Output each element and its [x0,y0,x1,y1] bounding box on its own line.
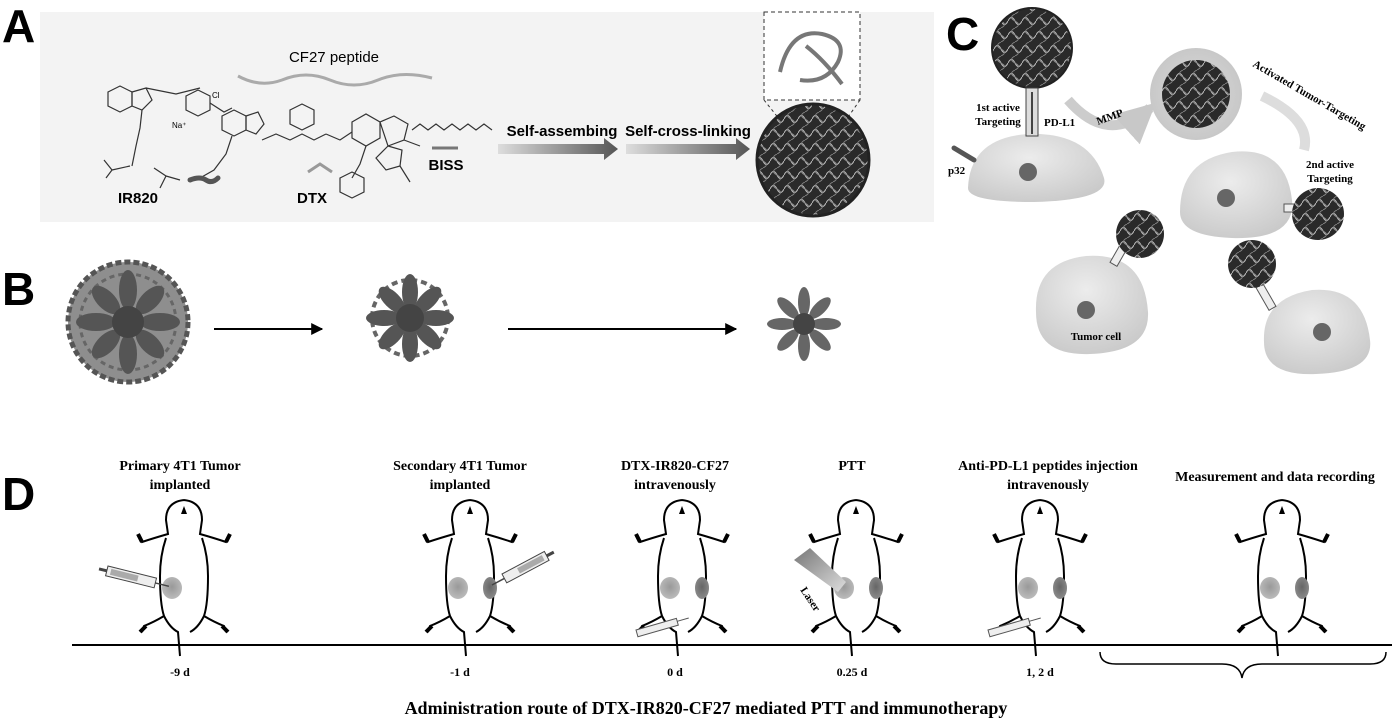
step-6: Measurement and data recording [1175,470,1375,485]
cf27-peptide-chain [237,73,433,87]
p32-label: p32 [948,165,966,177]
laser-label: Laser [798,585,823,614]
step-1-time: -9 d [170,665,190,679]
step-4-time: 0.25 d [837,665,868,679]
nanoparticle-c4 [1228,240,1276,288]
nanoparticle-c1 [992,8,1072,88]
dtx-label: DTX [297,190,327,207]
ir820-structure [103,85,265,189]
first-target-line2: Targeting [975,116,1021,128]
syringe-2-icon [491,550,555,586]
self-cross-linking-label: Self-cross-linking [625,123,751,140]
p32-receptor [951,145,977,163]
ir820-label: IR820 [118,190,158,207]
step-6-label-1: Measurement and data recording [1175,470,1375,485]
tail-vein-syringe-3-icon [635,617,689,638]
zoom-peptide [778,31,844,86]
stage3-micelle [767,287,841,361]
panel-label-b: B [2,263,35,315]
dtx-structure [261,103,421,199]
measurement-brace [1099,651,1387,679]
tumor-cell-1 [968,133,1105,202]
self-assembling-label: Self-assembing [507,123,618,140]
cl-atom: Cl [212,91,220,100]
na-label: Na⁺ [172,121,186,130]
mouse-3 [634,498,730,658]
second-target-line2: Targeting [1307,173,1353,185]
pdl1-label: PD-L1 [1044,117,1075,129]
mouse-2 [422,498,518,658]
step-4: PTT 0.25 d [837,459,868,679]
cell-1-nucleus [1019,163,1037,181]
cell-4-nucleus [1313,323,1331,341]
step-5-time: 1, 2 d [1026,665,1054,679]
cell-4-receptor [1255,283,1277,311]
step-3-label-2: intravenously [634,478,716,493]
nanoparticle-activated [1162,60,1230,128]
self-cross-linking-arrow [626,138,750,160]
step-4-label-1: PTT [838,459,866,474]
figure-caption: Administration route of DTX-IR820-CF27 m… [405,698,1008,718]
stage2-nanoparticle [366,274,454,362]
tumor-cell-2 [1180,151,1293,239]
nanoparticle-a-outline [755,102,871,218]
step-2-label-2: implanted [430,478,491,493]
cell-2-nucleus [1217,189,1235,207]
ir820-icon [187,175,221,185]
cf27-peptide-label: CF27 peptide [289,49,379,66]
activated-arrow [1259,91,1311,152]
self-assembling-arrow [498,138,618,160]
dtx-icon [307,162,333,174]
nanoparticle-c3 [1116,210,1164,258]
stage1-nanoparticle [65,259,191,385]
zoom-box [763,11,861,101]
laser-beam [794,548,846,592]
step-2-time: -1 d [450,665,470,679]
step-2: Secondary 4T1 Tumor implanted -1 d [393,459,527,679]
panel-label-a: A [2,0,35,52]
biss-label: BISS [428,157,463,174]
step-1-label-2: implanted [150,478,211,493]
cell-3-nucleus [1077,301,1095,319]
tumor-cell-label: Tumor cell [1071,331,1121,343]
step-2-label-1: Secondary 4T1 Tumor [393,459,527,474]
mouse-5 [992,498,1088,658]
mmp-arrow [1064,96,1156,145]
panel-label-c: C [946,8,979,60]
step-3-time: 0 d [667,665,683,679]
step-3-label-1: DTX-IR820-CF27 [621,459,729,474]
mouse-1 [136,498,232,658]
step-5-label-2: intravenously [1007,478,1089,493]
step-1-label-1: Primary 4T1 Tumor [119,459,240,474]
first-target-line1: 1st active [976,102,1020,114]
mouse-6 [1234,498,1330,658]
syringe-1-icon [98,565,170,589]
step-5: Anti-PD-L1 peptides injection intravenou… [958,459,1138,679]
second-target-line1: 2nd active [1306,159,1354,171]
step-1: Primary 4T1 Tumor implanted -9 d [119,459,240,679]
biss-structure [411,123,493,131]
step-5-label-1: Anti-PD-L1 peptides injection [958,459,1138,474]
nanoparticle-a [757,104,869,216]
tail-vein-syringe-5-icon [987,617,1041,638]
nanoparticle-c2 [1292,188,1344,240]
panel-label-d: D [2,468,35,520]
step-3: DTX-IR820-CF27 intravenously 0 d [621,459,729,679]
